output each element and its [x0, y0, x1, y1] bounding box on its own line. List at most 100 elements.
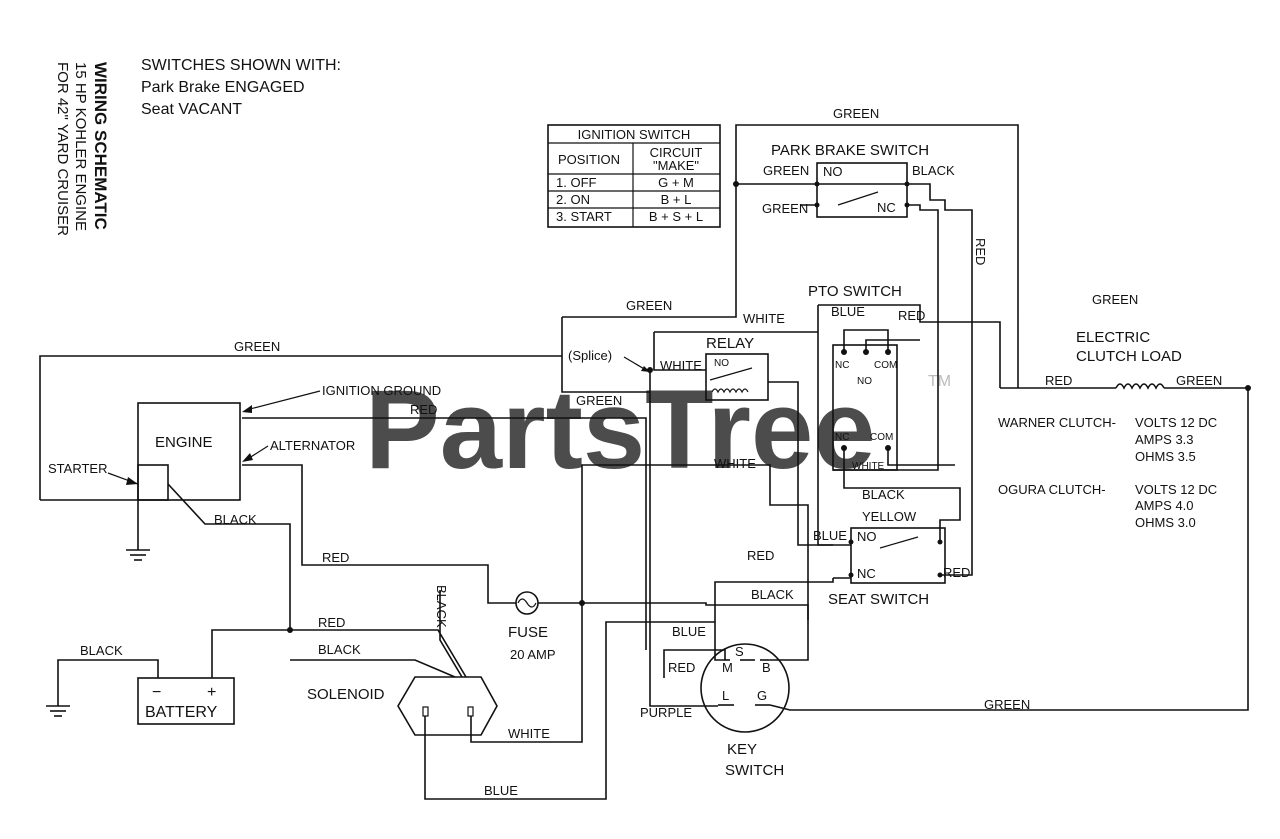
wire-label: GREEN: [762, 201, 808, 216]
svg-text:SEAT SWITCH: SEAT SWITCH: [828, 591, 929, 608]
wire-label: BLACK: [862, 487, 905, 502]
svg-text:FUSE: FUSE: [508, 624, 548, 641]
svg-text:SWITCHES SHOWN WITH:: SWITCHES SHOWN WITH:: [141, 57, 341, 74]
pto-nc2-label: NC: [835, 432, 849, 443]
wire-label: RED: [410, 402, 437, 417]
park-nc-label: NC: [877, 200, 896, 215]
pto-com2-label: COM: [870, 432, 893, 443]
svg-text:SOLENOID: SOLENOID: [307, 686, 385, 703]
wire-label: BLACK: [80, 643, 123, 658]
seat-switch: NO NC SEAT SWITCH: [828, 527, 946, 608]
svg-text:RELAY: RELAY: [706, 335, 754, 352]
wire-label: BLACK: [751, 587, 794, 602]
wire-label: GREEN: [1176, 373, 1222, 388]
key-switch: S M B L G KEY SWITCH: [700, 643, 790, 779]
svg-text:ELECTRIC: ELECTRIC: [1076, 329, 1150, 346]
svg-text:OHMS 3.0: OHMS 3.0: [1135, 515, 1196, 530]
wire-label: BLUE: [813, 528, 847, 543]
fuse: FUSE 20 AMP: [508, 591, 556, 662]
wire-label: GREEN: [763, 163, 809, 178]
svg-text:Seat VACANT: Seat VACANT: [141, 101, 242, 118]
svg-text:15 HP KOHLER ENGINE: 15 HP KOHLER ENGINE: [72, 62, 89, 231]
table-row: 3. START: [556, 209, 612, 224]
relay: RELAY NO (Splice): [568, 335, 769, 401]
pto-com-label: COM: [874, 360, 897, 371]
wire-label: BLACK: [214, 512, 257, 527]
clutch-specs: WARNER CLUTCH- VOLTS 12 DC AMPS 3.3 OHMS…: [998, 415, 1217, 530]
wire-label: BLUE: [484, 783, 518, 798]
svg-text:BATTERY: BATTERY: [145, 704, 218, 721]
ignition-ground-label: IGNITION GROUND: [322, 383, 441, 398]
svg-text:VOLTS 12 DC: VOLTS 12 DC: [1135, 415, 1217, 430]
table-row: 1. OFF: [556, 175, 597, 190]
watermark: PartsTree: [365, 367, 876, 492]
table-header-make: "MAKE": [653, 158, 699, 173]
svg-text:AMPS 4.0: AMPS 4.0: [1135, 498, 1194, 513]
wire-label: GREEN: [1092, 292, 1138, 307]
ground-symbol: [126, 500, 150, 561]
wire-label: WHITE: [852, 461, 885, 472]
table-header-position: POSITION: [558, 152, 620, 167]
wire-label: BLUE: [672, 624, 706, 639]
wire-label: WHITE: [743, 311, 785, 326]
wire-label: RED: [318, 615, 345, 630]
svg-text:VOLTS 12 DC: VOLTS 12 DC: [1135, 482, 1217, 497]
engine: ENGINE STARTER IGNITION GROUND ALTERNATO…: [48, 383, 441, 501]
svg-text:PARK BRAKE SWITCH: PARK BRAKE SWITCH: [771, 142, 929, 159]
pto-switch: PTO SWITCH NC NO COM NC COM: [808, 283, 902, 471]
key-terminal-b: B: [762, 660, 771, 675]
wire-label: GREEN: [234, 339, 280, 354]
table-row: 2. ON: [556, 192, 590, 207]
wire-label: RED: [973, 238, 988, 265]
svg-text:PTO SWITCH: PTO SWITCH: [808, 283, 902, 300]
park-brake-switch: PARK BRAKE SWITCH NO NC: [771, 142, 929, 218]
splice-label: (Splice): [568, 348, 612, 363]
schematic-title: WIRING SCHEMATIC 15 HP KOHLER ENGINE FOR…: [54, 62, 110, 236]
watermark-tm: TM: [928, 373, 951, 390]
switch-state-note: SWITCHES SHOWN WITH: Park Brake ENGAGED …: [141, 57, 341, 118]
wire-label: PURPLE: [640, 705, 692, 720]
svg-text:WIRING SCHEMATIC: WIRING SCHEMATIC: [91, 62, 110, 230]
wire-label: GREEN: [833, 106, 879, 121]
wire-label: RED: [898, 308, 925, 323]
fuse-rating: 20 AMP: [510, 647, 556, 662]
svg-text:SWITCH: SWITCH: [725, 762, 784, 779]
table-cell: B + S + L: [649, 209, 703, 224]
key-terminal-g: G: [757, 688, 767, 703]
wire-label: RED: [668, 660, 695, 675]
key-terminal-l: L: [722, 688, 729, 703]
svg-text:Park Brake ENGAGED: Park Brake ENGAGED: [141, 79, 305, 96]
svg-text:ENGINE: ENGINE: [155, 434, 213, 451]
table-title: IGNITION SWITCH: [578, 127, 691, 142]
svg-text:OHMS 3.5: OHMS 3.5: [1135, 449, 1196, 464]
alternator-label: ALTERNATOR: [270, 438, 355, 453]
electric-clutch-load: ELECTRIC CLUTCH LOAD: [1076, 329, 1182, 390]
warner-clutch-label: WARNER CLUTCH-: [998, 415, 1116, 430]
seat-nc-label: NC: [857, 566, 876, 581]
wire-label: RED: [943, 565, 970, 580]
table-header-circuit: CIRCUIT: [650, 145, 703, 160]
battery: − + BATTERY: [137, 677, 235, 725]
wire-label: WHITE: [714, 456, 756, 471]
wire-label: RED: [747, 548, 774, 563]
battery-ground-symbol: [46, 659, 159, 717]
wire-label: YELLOW: [862, 509, 917, 524]
wire-label: GREEN: [576, 393, 622, 408]
ogura-clutch-label: OGURA CLUTCH-: [998, 482, 1106, 497]
table-cell: G + M: [658, 175, 694, 190]
svg-text:CLUTCH LOAD: CLUTCH LOAD: [1076, 348, 1182, 365]
svg-text:AMPS 3.3: AMPS 3.3: [1135, 432, 1194, 447]
park-no-label: NO: [823, 164, 843, 179]
wire-labels: GREEN GREEN GREEN BLACK RED GREEN GREEN …: [80, 106, 1222, 798]
wire-label: BLUE: [831, 304, 865, 319]
wire-label: BLACK: [434, 585, 449, 628]
wire-label: GREEN: [984, 697, 1030, 712]
pto-no-label: NO: [857, 376, 872, 387]
svg-text:FOR 42" YARD CRUISER: FOR 42" YARD CRUISER: [54, 62, 71, 236]
key-terminal-m: M: [722, 660, 733, 675]
svg-text:+: +: [207, 684, 216, 701]
pto-nc-label: NC: [835, 360, 849, 371]
wire-label: GREEN: [626, 298, 672, 313]
wire-label: RED: [322, 550, 349, 565]
ignition-switch-table: IGNITION SWITCH POSITION CIRCUIT "MAKE" …: [547, 124, 721, 228]
